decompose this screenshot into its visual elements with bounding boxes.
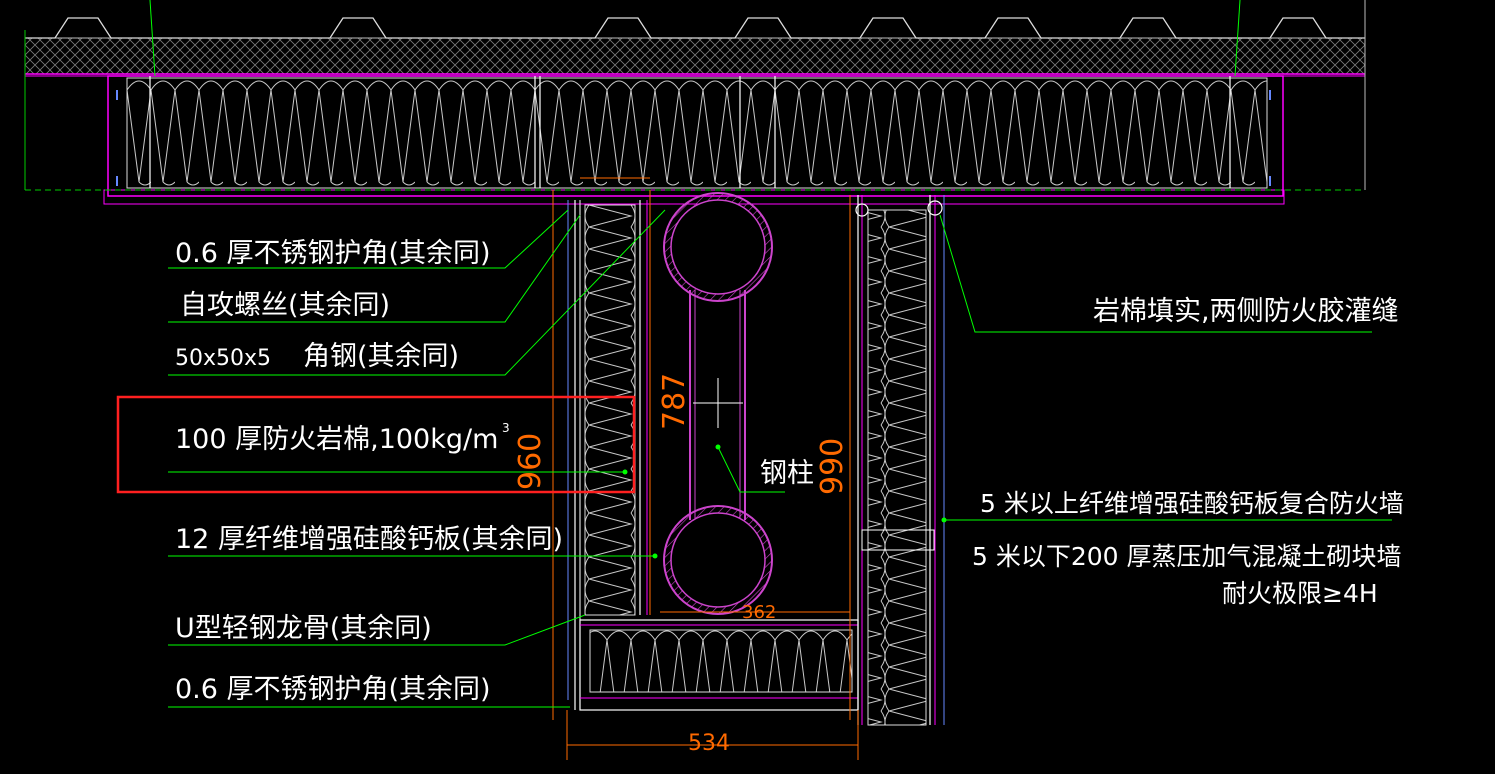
leader-lines <box>149 0 1392 708</box>
label-rockwool: 100 厚防火岩棉,100kg/m <box>175 424 498 455</box>
dim-787: 787 <box>657 373 692 430</box>
label-guard-bottom: 0.6 厚不锈钢护角(其余同) <box>175 674 491 705</box>
label-angle-size: 50x50x5 <box>175 346 271 371</box>
label-fill: 岩棉填实,两侧防火胶灌缝 <box>1093 296 1399 327</box>
leader-dots <box>622 444 947 559</box>
dim-990: 990 <box>815 438 850 495</box>
dim-534: 534 <box>688 731 730 756</box>
label-guard-top: 0.6 厚不锈钢护角(其余同) <box>175 238 491 269</box>
dim-362: 362 <box>742 602 776 623</box>
highlight-box <box>116 395 636 494</box>
roof-corrugation <box>25 17 1365 39</box>
label-rockwool-sup: 3 <box>502 421 510 435</box>
roof-slab <box>24 0 1366 190</box>
label-wall-upper: 5 米以上纤维增强硅酸钙板复合防火墙 <box>980 489 1404 518</box>
label-fire-rating: 耐火极限≥4H <box>1222 579 1378 608</box>
label-column: 钢柱 <box>760 458 814 489</box>
right-vertical-wall <box>855 195 945 726</box>
label-screw: 自攻螺丝(其余同) <box>180 290 390 321</box>
label-angle-name: 角钢(其余同) <box>303 341 459 372</box>
bottom-insulation-panel <box>579 619 859 711</box>
dim-960: 960 <box>513 433 548 490</box>
dimension-lines <box>552 177 859 760</box>
steel-column <box>663 192 773 615</box>
label-keel: U型轻钢龙骨(其余同) <box>175 613 432 644</box>
label-board: 12 厚纤维增强硅酸钙板(其余同) <box>175 524 563 555</box>
label-wall-lower: 5 米以下200 厚蒸压加气混凝土砌块墙 <box>972 542 1402 571</box>
horizontal-insulation-panel <box>25 75 1365 205</box>
